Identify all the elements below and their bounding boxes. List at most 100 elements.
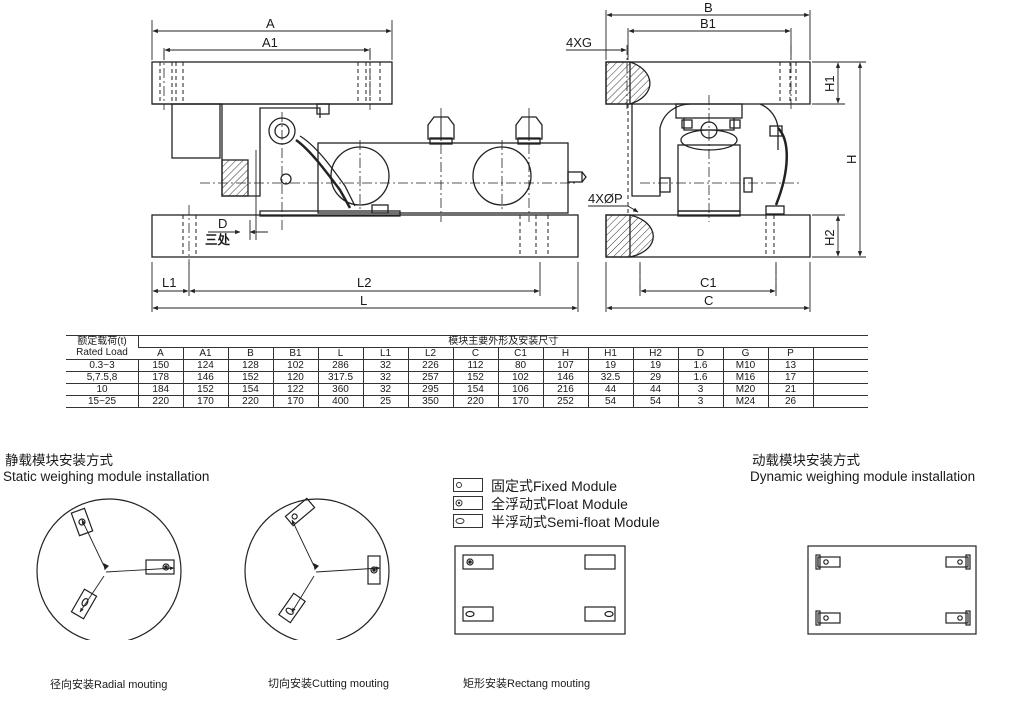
front-dimensions (151, 20, 579, 312)
radial-module-right (145, 559, 175, 575)
label-A1: A1 (262, 35, 278, 50)
side-view (605, 45, 811, 290)
row-header-cell: 额定载荷(t)Rated Load (66, 335, 139, 360)
table-cell: 220 (227, 395, 273, 408)
table-cell: 146 (182, 371, 228, 384)
table-cell: 286 (317, 359, 363, 372)
installation-diagrams (36, 497, 977, 640)
column-header: B (227, 347, 273, 360)
cutting-module-right (367, 555, 381, 585)
table-cell: 44 (632, 383, 678, 396)
technical-drawing: A A1 B B1 4XG 4XØP D 三处 L1 L2 L C1 C H1 … (151, 0, 866, 312)
table-cell: 252 (542, 395, 588, 408)
label-D: D (218, 216, 227, 231)
table-cell: 19 (587, 359, 633, 372)
legend-label-float: 全浮动式Float Module (491, 496, 628, 512)
rect-module-bottom-right (584, 606, 616, 622)
load-cell: 10 (66, 383, 139, 396)
caption-radial: 径向安装Radial mouting (50, 679, 168, 691)
rect-module-top-left (462, 554, 494, 570)
table-cell: 32 (362, 359, 408, 372)
table-cell: 25 (362, 395, 408, 408)
table-cell: 112 (452, 359, 498, 372)
caption-rectang: 矩形安装Rectang mouting (463, 678, 591, 690)
table-cell: 120 (272, 371, 318, 384)
table-cell: 19 (632, 359, 678, 372)
table-cell: 26 (767, 395, 813, 408)
column-header: A (138, 347, 183, 360)
table-cell: 150 (138, 359, 183, 372)
row-header-en: Rated Load (76, 347, 128, 358)
table-cell: 21 (767, 383, 813, 396)
label-three-places: 三处 (205, 232, 231, 247)
label-B1: B1 (700, 16, 716, 31)
dynamic-mounting-diagram (807, 545, 977, 635)
label-H2: H2 (822, 229, 837, 246)
cutting-module-top (284, 497, 316, 527)
label-C1: C1 (700, 275, 717, 290)
table-cell: 124 (182, 359, 228, 372)
table-cell: 152 (227, 371, 273, 384)
static-title-en: Static weighing module installation (3, 469, 210, 484)
label-L: L (360, 293, 367, 308)
legend-label-fixed: 固定式Fixed Module (491, 478, 618, 494)
table-cell: M24 (722, 395, 768, 408)
column-header: L (317, 347, 363, 360)
semi-float-module-icon (453, 514, 483, 528)
float-module-icon (453, 496, 483, 510)
static-title-cn: 静载模块安装方式 (5, 453, 113, 468)
table-cell: 3 (677, 383, 723, 396)
dyn-module-bottom-right (945, 610, 971, 626)
table-cell: 102 (272, 359, 318, 372)
table-cell: 295 (407, 383, 453, 396)
table-cell: 216 (542, 383, 588, 396)
table-cell: 400 (317, 395, 363, 408)
caption-cutting: 切向安装Cutting mouting (268, 678, 390, 690)
table-cell: 350 (407, 395, 453, 408)
load-cell: 15~25 (66, 395, 139, 408)
side-dimensions (566, 10, 866, 312)
table-cell: 146 (542, 371, 588, 384)
fixed-module-icon (453, 478, 483, 492)
load-cell: 5,7.5,8 (66, 371, 139, 384)
table-spacer-cell (812, 359, 868, 372)
table-cell: 178 (138, 371, 183, 384)
table-cell: 128 (227, 359, 273, 372)
radial-module-bottom (70, 588, 98, 620)
column-header: A1 (182, 347, 228, 360)
dynamic-title-cn: 动载模块安装方式 (752, 453, 860, 468)
table-cell: M10 (722, 359, 768, 372)
table-cell: 29 (632, 371, 678, 384)
cutting-module-bottom (277, 592, 307, 624)
table-cell: 152 (452, 371, 498, 384)
label-H: H (844, 155, 859, 164)
table-cell: 170 (182, 395, 228, 408)
column-header: G (722, 347, 768, 360)
label-L2: L2 (357, 275, 371, 290)
table-cell: 32 (362, 383, 408, 396)
table-cell: 80 (497, 359, 543, 372)
table-spacer-cell (812, 371, 868, 384)
table-cell: 1.6 (677, 371, 723, 384)
cutting-mounting-diagram (244, 497, 390, 640)
label-4xg: 4XG (566, 35, 592, 50)
table-cell: 54 (587, 395, 633, 408)
table-cell: 360 (317, 383, 363, 396)
radial-mounting-diagram (36, 498, 182, 640)
table-cell: 226 (407, 359, 453, 372)
legend-label-semi-float: 半浮动式Semi-float Module (491, 514, 660, 530)
rectang-mounting-diagram (454, 545, 626, 635)
table-spacer-cell (812, 395, 868, 408)
table-cell: 1.6 (677, 359, 723, 372)
table-cell: 122 (272, 383, 318, 396)
table-cell: 257 (407, 371, 453, 384)
column-header: H1 (587, 347, 633, 360)
dyn-module-top-left (815, 554, 841, 570)
table-cell: 13 (767, 359, 813, 372)
table-cell: 317.5 (317, 371, 363, 384)
table-cell: M16 (722, 371, 768, 384)
